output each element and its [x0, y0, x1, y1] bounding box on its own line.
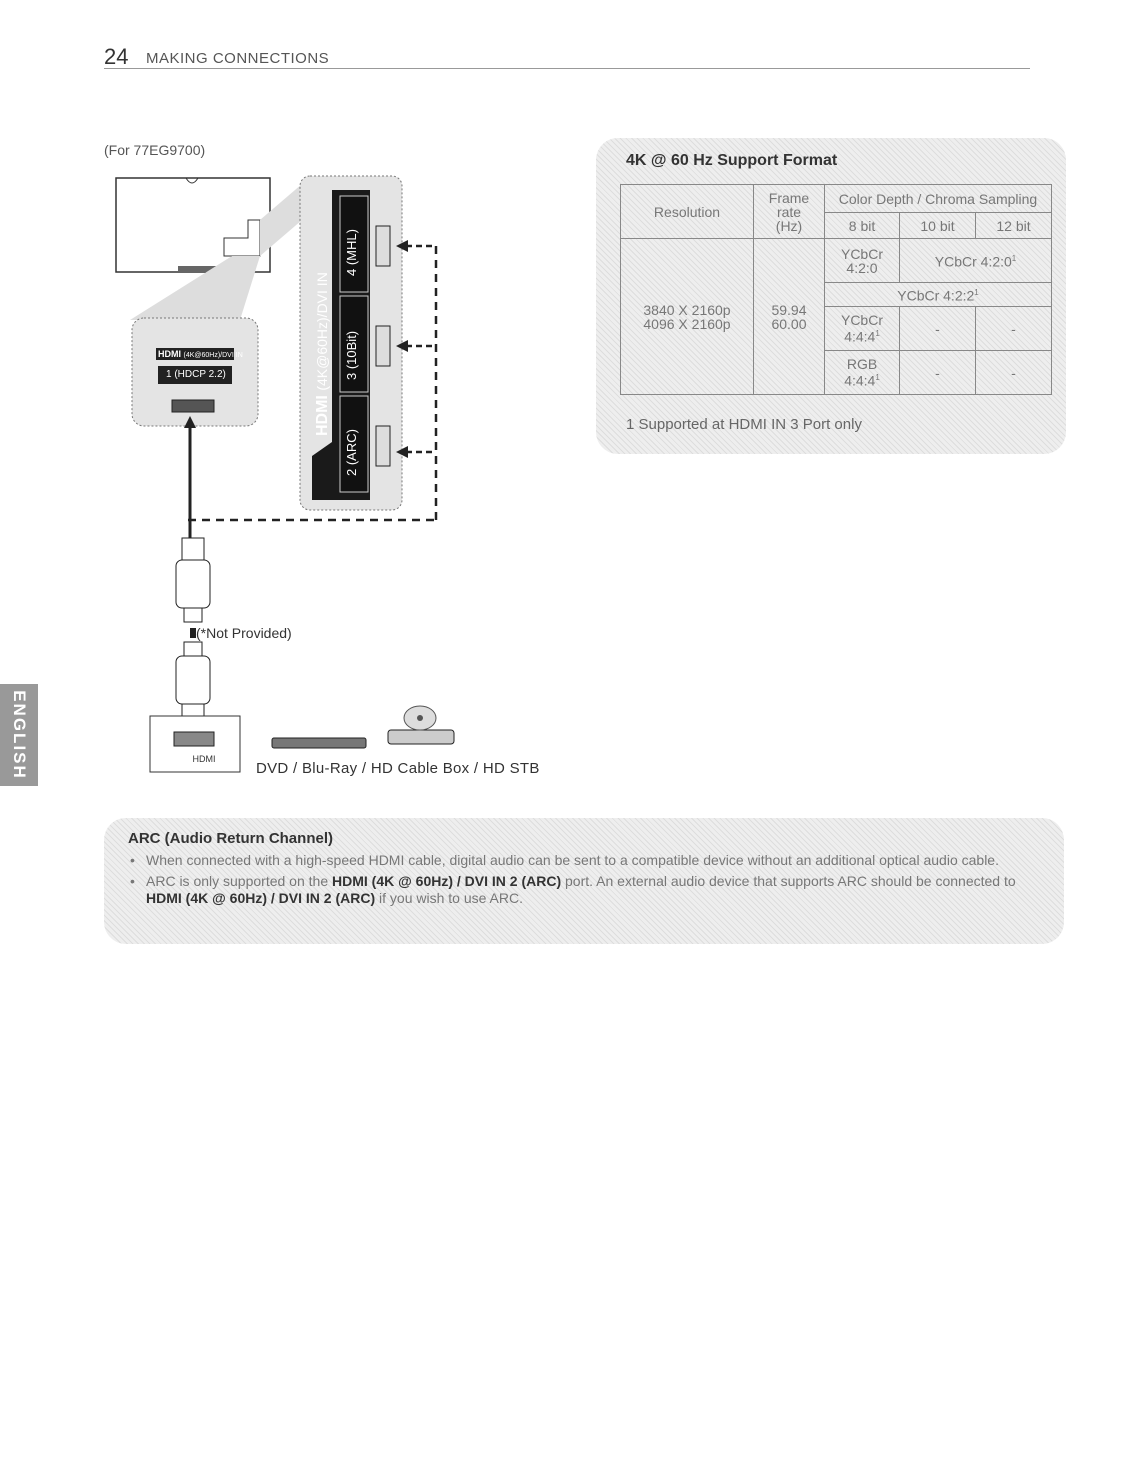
arrow-4: [396, 240, 408, 252]
format-title: 4K @ 60 Hz Support Format: [626, 152, 838, 169]
tv-port-label-bg: [158, 366, 232, 384]
cable-break: [190, 628, 196, 638]
diagram-drawing: [115, 175, 455, 773]
table-row: Resolution Frame rate (Hz) Color Depth /…: [620, 184, 1052, 239]
hdmi-port-3: [375, 325, 391, 367]
port-2-label: 2 (ARC): [344, 429, 359, 476]
table-row: YCbCr 4:4:41 - -: [621, 306, 1053, 351]
table-row: 3840 X 2160p 4096 X 2160p 59.94 60.00 YC…: [620, 238, 1052, 395]
table-row: YCbCr 4:2:21: [621, 282, 1052, 307]
r4-12bit: -: [974, 350, 1053, 395]
connection-diagram: HDMI (4K@60Hz)/DVI IN 1 (HDCP 2.2) HDMI …: [100, 160, 600, 800]
section-title: MAKING CONNECTIONS: [146, 50, 330, 67]
plug-top-collar: [181, 537, 205, 561]
bluray-player-icon: [387, 729, 455, 745]
resolution-header: Resolution: [620, 184, 754, 239]
arrow-2: [396, 446, 408, 458]
color-depth-header: Color Depth / Chroma Sampling: [824, 184, 1052, 213]
tv-port-spec: (4K@60Hz)/DVI IN: [183, 352, 243, 359]
r1-8bit: YCbCr 4:2:0: [824, 238, 900, 283]
device-hdmi-label: HDMI: [192, 754, 216, 764]
dvd-player-icon: [271, 737, 367, 749]
bit-12-header: 12 bit: [974, 212, 1053, 239]
port-4-label: 4 (MHL): [344, 229, 359, 276]
r2-span: YCbCr 4:2:21: [824, 282, 1052, 307]
language-tab-label: ENGLISH: [10, 690, 29, 780]
devices-label: DVD / Blu-Ray / HD Cable Box / HD STB: [256, 760, 540, 777]
plug-top-tip: [183, 607, 203, 623]
tv-notch: [185, 177, 199, 184]
panel-brand: HDMI: [314, 395, 331, 436]
panel-slot-2: [339, 395, 369, 493]
hdmi-port-2: [375, 425, 391, 467]
format-box: 4K @ 60 Hz Support Format Resolution Fra…: [596, 138, 1066, 454]
r3-12bit: -: [974, 306, 1053, 351]
bit-10-header: 10 bit: [899, 212, 976, 239]
format-footnote: 1 Supported at HDMI IN 3 Port only: [626, 416, 862, 433]
panel-slot-4: [339, 195, 369, 293]
list-item: ARC is only supported on the HDMI (4K @ …: [128, 873, 1028, 907]
frame-rate-cell: 59.94 60.00: [753, 238, 825, 395]
r4-10bit: -: [899, 350, 976, 395]
tv-hdmi-port: [171, 399, 215, 413]
zoom-wedge-right: [260, 184, 302, 256]
table-row: 8 bit 10 bit 12 bit: [621, 212, 1053, 239]
list-item: When connected with a high-speed HDMI ca…: [128, 852, 1028, 869]
table-row: RGB 4:4:41 - -: [621, 350, 1053, 395]
plug-bottom-body: [175, 655, 211, 705]
language-tab: ENGLISH: [0, 684, 38, 786]
page-number: 24: [104, 44, 129, 69]
bit-8-header: 8 bit: [824, 212, 900, 239]
model-note: (For 77EG9700): [104, 142, 206, 158]
arc-note-box: ARC (Audio Return Channel) When connecte…: [104, 818, 1064, 944]
arrow-1: [184, 416, 196, 428]
tv-port-label: 1 (HDCP 2.2): [166, 369, 226, 380]
dashed-route: [188, 242, 438, 522]
plug-top-body: [175, 559, 211, 609]
r3-10bit: -: [899, 306, 976, 351]
header-rule: [104, 68, 1030, 69]
r1-10-12bit: YCbCr 4:2:01: [899, 238, 1052, 283]
resolution-cell: 3840 X 2160p 4096 X 2160p: [620, 238, 754, 395]
tv-stand: [178, 266, 218, 272]
hdmi-port-4: [375, 225, 391, 267]
r4-8bit: RGB 4:4:41: [824, 350, 900, 395]
arrow-3: [396, 340, 408, 352]
frame-rate-header: Frame rate (Hz): [753, 184, 825, 239]
tv-port-brand: HDMI: [158, 349, 181, 359]
panel-slot-3: [339, 295, 369, 393]
panel-title: (4K@60Hz)/DVI IN: [314, 272, 330, 391]
not-provided-note: (*Not Provided): [196, 625, 292, 641]
zoom-wedge-left: [130, 256, 260, 320]
device-hdmi-port: [173, 731, 215, 747]
arc-list: When connected with a high-speed HDMI ca…: [128, 852, 1028, 911]
page-header: 24 MAKING CONNECTIONS: [104, 44, 1030, 72]
port-3-label: 3 (10Bit): [344, 330, 359, 380]
plug-bottom-tip: [183, 641, 203, 657]
format-table: Resolution Frame rate (Hz) Color Depth /…: [620, 184, 1053, 395]
disc-hole-icon: [417, 715, 423, 721]
arc-title: ARC (Audio Return Channel): [128, 830, 333, 847]
tv-port-heading-bg: [156, 348, 234, 360]
r3-8bit: YCbCr 4:4:41: [824, 306, 900, 351]
